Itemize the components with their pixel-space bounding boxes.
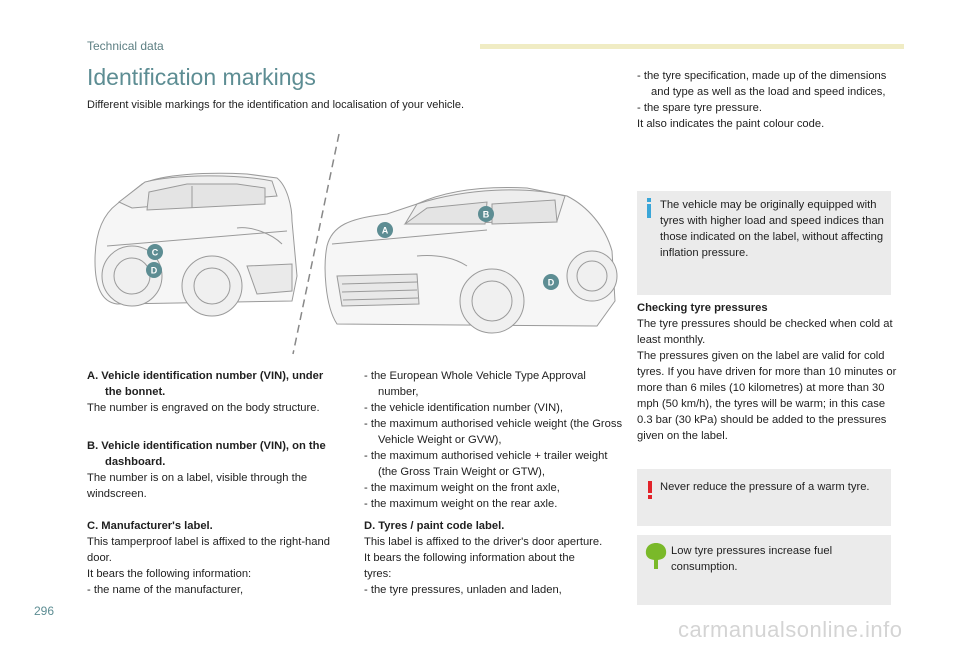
section-c-item-1: - the name of the manufacturer,: [87, 584, 244, 596]
front-car-wheel-front-rim: [471, 280, 513, 322]
list-item: - the maximum authorised vehicle + trail…: [364, 450, 608, 478]
section-header: Technical data: [87, 39, 164, 53]
warning-notice: Never reduce the pressure of a warm tyre…: [637, 469, 891, 526]
list-item: - the tyre specification, made up of the…: [637, 70, 887, 98]
marker-c-label: C: [152, 248, 159, 258]
section-a-body: The number is engraved on the body struc…: [87, 402, 320, 414]
page-number: 296: [34, 604, 55, 618]
tyre-info-list: - the tyre specification, made up of the…: [637, 68, 899, 132]
rear-car-wheel-rear-rim: [193, 267, 231, 305]
eco-leaf-icon: [645, 543, 667, 569]
front-car-windscreen: [403, 201, 488, 225]
info-notice-text: The vehicle may be originally equipped w…: [660, 199, 884, 259]
eco-notice-text: Low tyre pressures increase fuel consump…: [671, 545, 833, 573]
checking-heading: Checking tyre pressures: [637, 302, 768, 314]
front-car-headlamp: [416, 255, 468, 267]
header-rule: [480, 44, 904, 49]
front-car-wheel-front: [459, 268, 525, 334]
marker-a-label: A: [382, 226, 389, 236]
marker-b-label: B: [483, 210, 490, 220]
illustration-divider: [292, 133, 340, 355]
list-item: - the vehicle identification number (VIN…: [364, 402, 563, 414]
eco-notice: Low tyre pressures increase fuel consump…: [637, 535, 891, 605]
rear-car-wheel-rear: [181, 255, 243, 317]
checking-tyre-pressures: Checking tyre pressures The tyre pressur…: [637, 300, 897, 444]
section-d: D. Tyres / paint code label. This label …: [364, 518, 604, 598]
marker-d-rear-circle: [146, 262, 162, 278]
section-b-body: The number is on a label, visible throug…: [87, 472, 308, 500]
front-car-grille-slats: [341, 281, 419, 301]
list-item: - the maximum weight on the front axle,: [364, 482, 560, 494]
info-notice: The vehicle may be originally equipped w…: [637, 191, 891, 295]
rear-car-wheel-front: [101, 245, 163, 307]
section-a: A. Vehicle identification number (VIN), …: [87, 368, 342, 416]
front-car-bonnet-line: [331, 229, 488, 245]
list-item: - the European Whole Vehicle Type Approv…: [364, 370, 586, 398]
rear-car-headlamp: [236, 227, 283, 245]
section-d-heading: D. Tyres / paint code label.: [364, 520, 505, 532]
section-c-heading: C. Manufacturer's label.: [87, 520, 213, 532]
section-c: C. Manufacturer's label. This tamperproo…: [87, 518, 342, 598]
list-item: - the maximum weight on the rear axle.: [364, 498, 558, 510]
label-info-list: - the European Whole Vehicle Type Approv…: [364, 368, 629, 512]
paint-code-note: It also indicates the paint colour code.: [637, 118, 825, 130]
section-c-line-2: It bears the following information:: [87, 568, 252, 580]
marker-d-rear-label: D: [151, 266, 158, 276]
front-car-side-window: [491, 199, 558, 225]
info-icon: [647, 198, 651, 218]
intro-text: Different visible markings for the ident…: [87, 99, 465, 111]
section-c-line-1: This tamperproof label is affixed to the…: [87, 536, 330, 564]
section-d-line-2: It bears the following information about…: [364, 552, 575, 580]
rear-car-window: [146, 183, 266, 211]
vehicle-illustration: C D A B D: [94, 133, 618, 355]
section-d-item-1: - the tyre pressures, unladen and laden,: [364, 584, 562, 596]
warning-icon: [648, 481, 652, 499]
marker-d-front-circle: [543, 274, 559, 290]
marker-b-circle: [478, 206, 494, 222]
marker-a-circle: [377, 222, 393, 238]
rear-car-beltline: [106, 230, 288, 247]
section-b: B. Vehicle identification number (VIN), …: [87, 438, 342, 502]
marker-d-front-label: D: [548, 278, 555, 288]
watermark: carmanualsonline.info: [678, 617, 903, 642]
list-item: - the spare tyre pressure.: [637, 102, 762, 114]
rear-car-front-bumper: [246, 263, 293, 295]
section-d-line-1: This label is affixed to the driver's do…: [364, 536, 603, 548]
section-b-heading: B. Vehicle identification number (VIN), …: [87, 440, 326, 468]
checking-paragraph-1: The tyre pressures should be checked whe…: [637, 318, 893, 346]
marker-c-circle: [147, 244, 163, 260]
warning-notice-text: Never reduce the pressure of a warm tyre…: [660, 481, 870, 493]
page-title: Identification markings: [87, 64, 316, 90]
checking-paragraph-2: The pressures given on the label are val…: [637, 350, 897, 442]
section-a-heading: A. Vehicle identification number (VIN), …: [87, 370, 324, 398]
front-car-wheel-rear-rim: [576, 260, 608, 292]
front-car-wheel-rear: [566, 250, 618, 302]
list-item: - the maximum authorised vehicle weight …: [364, 418, 623, 446]
